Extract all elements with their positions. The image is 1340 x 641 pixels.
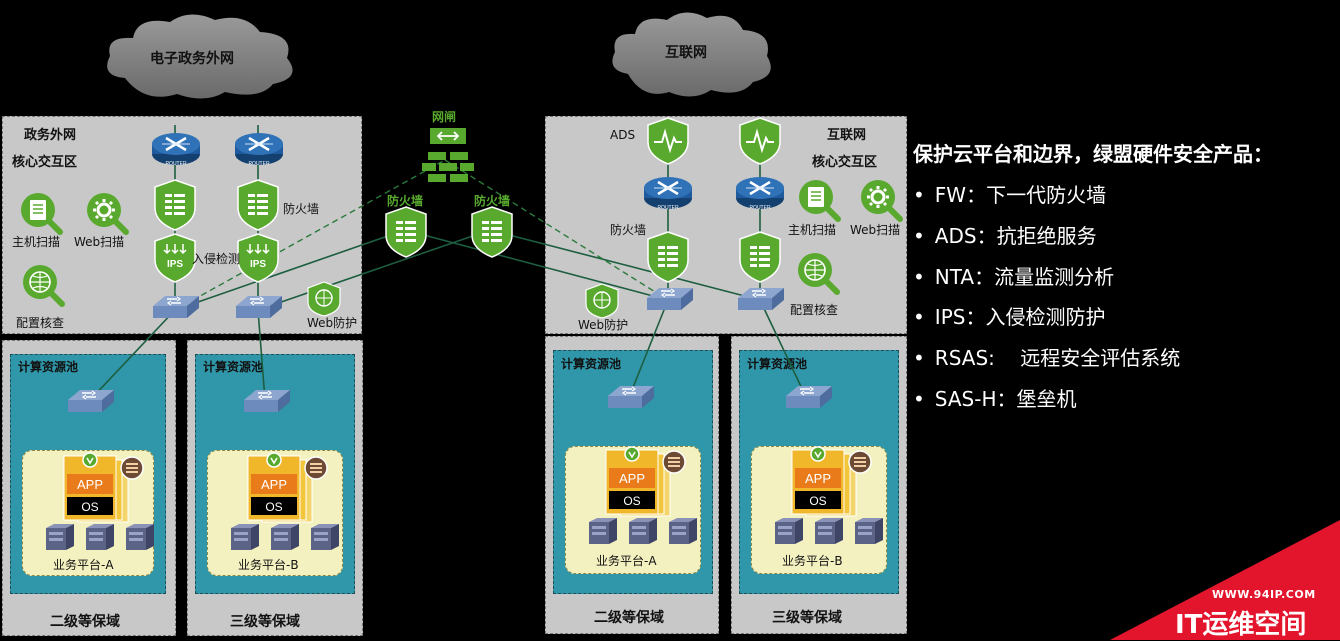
right-config-check-icon (795, 250, 841, 296)
left-host-scan-label: 主机扫描 (12, 235, 61, 249)
servers-3-icon (589, 518, 697, 544)
app-label-3: APP (619, 471, 645, 486)
product-list-panel: 保护云平台和边界，绿盟硬件安全产品： •FW：下一代防火墙 •ADS：抗拒绝服务… (913, 138, 1333, 420)
pool-title-2: 计算资源池 (203, 360, 264, 374)
left-ips-label: 入侵检测 (192, 252, 241, 266)
cloud-right-icon (612, 12, 771, 97)
app-label-1: APP (77, 477, 103, 492)
middle-firewall-2-icon (471, 206, 513, 258)
left-config-check-label: 配置核查 (16, 316, 65, 330)
app-label-2: APP (261, 477, 287, 492)
watermark-text: IT运维空间 (1175, 610, 1307, 640)
platform-label-2: 业务平台-B (238, 558, 299, 572)
left-web-scan-icon (84, 190, 130, 236)
left-zone-title-2: 核心交互区 (12, 155, 78, 170)
app-os-stack-2-icon: APP OS (247, 452, 328, 523)
watermark-triangle (1110, 520, 1340, 640)
product-item-sash: •SAS-H：堡垒机 (913, 386, 1077, 411)
pool-switch-1-icon (67, 389, 115, 413)
left-zone-title-1: 政务外网 (24, 128, 77, 143)
platform-label-4: 业务平台-B (782, 554, 843, 568)
left-router-1-text: ROUTER (165, 161, 187, 167)
left-ips-1-icon: IPS (154, 233, 196, 283)
right-host-scan-icon (796, 177, 842, 223)
middle-fw1-label: 防火墙 (387, 194, 424, 208)
servers-4-icon (775, 518, 883, 544)
right-router-1-text: ROUTER (657, 205, 679, 211)
left-firewall-2-icon (237, 179, 279, 231)
product-list-title: 保护云平台和边界，绿盟硬件安全产品： (913, 142, 1273, 166)
level-label-4: 三级等保域 (772, 610, 842, 626)
app-os-stack-3-icon: APP OS (605, 446, 686, 517)
platform-label-1: 业务平台-A (53, 558, 114, 572)
right-firewall-2-icon (739, 231, 781, 283)
level-label-3: 二级等保域 (594, 610, 664, 626)
right-web-protect-label: Web防护 (578, 318, 629, 332)
left-web-protect-label: Web防护 (307, 316, 358, 330)
left-firewall-label: 防火墙 (283, 202, 320, 216)
left-router-1-icon: ROUTER (150, 131, 202, 167)
os-label-2: OS (265, 500, 282, 514)
gatekeeper-label: 网闸 (432, 110, 457, 124)
servers-2-icon (231, 524, 339, 550)
right-host-scan-label: 主机扫描 (788, 223, 837, 237)
right-web-protect-icon (585, 283, 619, 319)
gatekeeper-icon (422, 128, 474, 182)
right-ads-1-icon (647, 117, 689, 165)
left-ips-2-icon: IPS (237, 233, 279, 283)
right-switch-2-icon (737, 287, 785, 311)
pool-switch-2-icon (243, 389, 291, 413)
product-item-nta: •NTA：流量监测分析 (913, 264, 1115, 289)
right-switch-1-icon (646, 287, 694, 311)
os-label-4: OS (809, 494, 826, 508)
right-web-scan-label: Web扫描 (850, 223, 901, 237)
left-config-check-icon (20, 262, 66, 308)
pool-switch-3-icon (607, 385, 655, 409)
platform-label-3: 业务平台-A (596, 554, 657, 568)
right-zone-title-1: 互联网 (827, 128, 867, 143)
level-label-2: 三级等保域 (230, 614, 300, 630)
left-web-protect-icon (307, 281, 341, 317)
left-web-scan-label: Web扫描 (74, 235, 125, 249)
os-label-3: OS (623, 494, 640, 508)
left-router-2-text: ROUTER (248, 161, 270, 167)
pool-title-1: 计算资源池 (18, 360, 79, 374)
right-router-2-icon: ROUTER (734, 175, 786, 211)
left-host-scan-icon (18, 190, 64, 236)
left-firewall-1-icon (154, 179, 196, 231)
pool-switch-4-icon (785, 385, 833, 409)
middle-firewall-1-icon (385, 206, 427, 258)
app-label-4: APP (805, 471, 831, 486)
cloud-left-label: 电子政务外网 (150, 51, 234, 67)
cloud-left-icon (107, 14, 293, 99)
servers-1-icon (46, 524, 154, 550)
left-ips-2-text: IPS (250, 259, 266, 270)
app-os-stack-4-icon: APP OS (791, 446, 872, 517)
right-router-2-text: ROUTER (749, 205, 771, 211)
right-zone-title-2: 核心交互区 (812, 155, 878, 170)
right-ads-2-icon (739, 117, 781, 165)
ads-label: ADS (610, 128, 636, 142)
left-switch-1-icon (152, 295, 200, 319)
product-item-ips: •IPS：入侵检测防护 (913, 305, 1106, 330)
left-ips-1-text: IPS (167, 259, 183, 270)
product-item-rsas: •RSAS: 远程安全评估系统 (913, 346, 1181, 371)
cloud-right-label: 互联网 (665, 45, 707, 61)
right-firewall-1-icon (647, 231, 689, 283)
app-os-stack-1-icon: APP OS (63, 452, 144, 523)
right-config-check-label: 配置核查 (790, 303, 839, 317)
level-label-1: 二级等保域 (50, 614, 120, 630)
right-router-1-icon: ROUTER (642, 175, 694, 211)
os-label-1: OS (81, 500, 98, 514)
watermark-url: WWW.94IP.COM (1212, 588, 1316, 601)
right-firewall-label: 防火墙 (610, 223, 647, 237)
right-web-scan-icon (858, 177, 904, 223)
middle-fw2-label: 防火墙 (474, 194, 511, 208)
product-item-fw: •FW：下一代防火墙 (913, 183, 1107, 207)
pool-title-3: 计算资源池 (561, 357, 622, 371)
left-switch-2-icon (235, 295, 283, 319)
product-item-ads: •ADS：抗拒绝服务 (913, 223, 1097, 248)
left-router-2-icon: ROUTER (233, 131, 285, 167)
